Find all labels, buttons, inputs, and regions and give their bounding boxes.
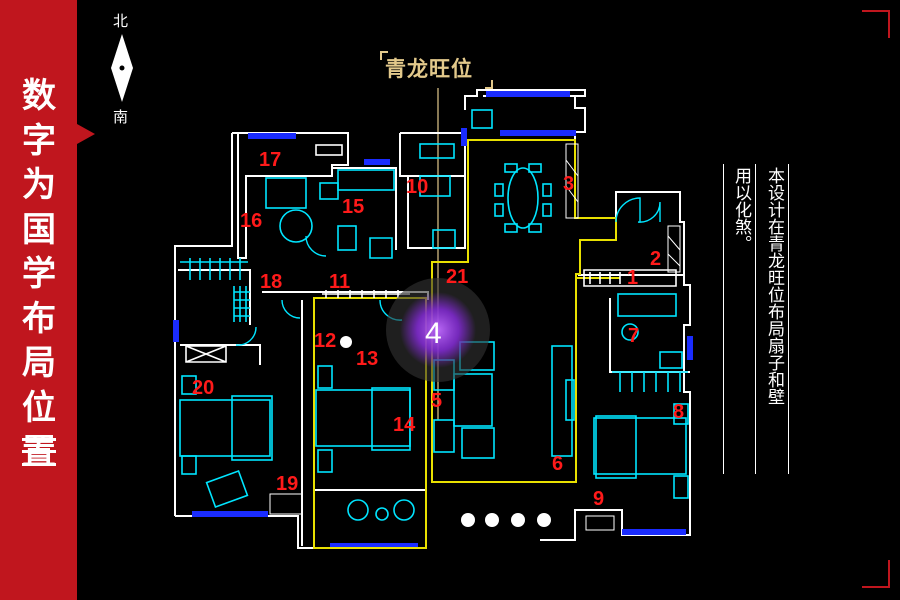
room-number: 9 — [593, 488, 604, 510]
note-line: 本设计在青龙旺位布局扇子和壁 — [764, 167, 784, 405]
room-number: 18 — [260, 271, 282, 293]
highlight-glow — [400, 292, 476, 368]
room-number: 13 — [356, 348, 378, 370]
room-number: 15 — [342, 196, 364, 218]
sidebar-banner — [0, 0, 77, 600]
note-line: 用以化煞。 — [731, 167, 751, 252]
title-char: 数 — [22, 76, 56, 116]
callout-title: 青龙旺位 — [385, 56, 473, 81]
note-line-2: 用以化煞。 — [728, 167, 751, 252]
decor-plants — [340, 336, 551, 527]
room-number: 10 — [406, 176, 428, 198]
door-hatch — [269, 143, 681, 531]
room-number: 11 — [329, 271, 350, 293]
room-numbers: 1 2 3 4 5 6 7 8 9 10 11 12 13 14 15 16 1… — [192, 149, 684, 510]
room-number: 16 — [240, 210, 262, 232]
callout-bracket-left — [380, 51, 388, 60]
room-number: 3 — [563, 173, 574, 195]
frame-corner-bottom-right — [862, 560, 890, 588]
highlight-number: 4 — [425, 317, 442, 350]
design-note: 用以化煞。 本设计在青龙旺位布局扇子和壁 — [723, 164, 789, 474]
title-char: 字 — [22, 120, 56, 161]
room-number: 6 — [552, 453, 563, 475]
title-char: 布 — [22, 298, 56, 339]
title-char: 学 — [22, 254, 56, 294]
title-char: 局 — [22, 343, 56, 383]
compass-north-label: 北 — [113, 12, 129, 30]
compass-needle-icon — [111, 34, 133, 102]
note-line-1: 本设计在青龙旺位布局扇子和壁 — [761, 167, 784, 405]
title-char: 位 — [22, 387, 56, 428]
room-number: 1 — [627, 267, 638, 289]
room-number: 7 — [628, 325, 639, 347]
room-number: 2 — [650, 248, 661, 270]
room-number: 12 — [314, 330, 336, 352]
door-swings — [235, 197, 661, 346]
wall-blue-segments — [173, 91, 693, 549]
frame-corner-top-right — [862, 10, 890, 38]
room-number: 20 — [192, 377, 214, 399]
sidebar-pointer — [77, 124, 95, 144]
title-char: 为 — [22, 165, 56, 205]
compass-south-label: 南 — [113, 108, 129, 126]
room-number: 17 — [259, 149, 281, 171]
room-number: 21 — [446, 266, 468, 288]
room-number: 14 — [393, 414, 416, 436]
room-number: 8 — [673, 401, 684, 423]
room-number: 5 — [431, 390, 442, 412]
section-number-three — [20, 436, 58, 468]
title-char: 国 — [22, 209, 56, 250]
callout-bracket-right — [485, 80, 493, 89]
room-number: 19 — [276, 473, 298, 495]
